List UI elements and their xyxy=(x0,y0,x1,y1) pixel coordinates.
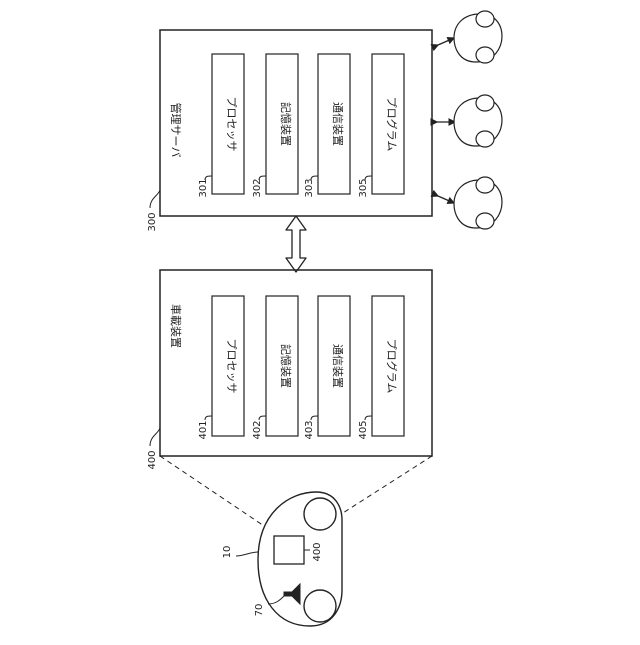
svg-text:記憶装置: 記憶装置 xyxy=(279,344,293,388)
vehicle-ref-leader xyxy=(236,552,258,556)
svg-text:301: 301 xyxy=(198,178,209,197)
speaker-ref: 70 xyxy=(254,604,265,617)
svg-text:記憶装置: 記憶装置 xyxy=(279,102,293,146)
vehicle-device-box xyxy=(274,536,304,564)
svg-text:305: 305 xyxy=(358,178,369,197)
device-component-program: プログラム 405 xyxy=(358,296,404,440)
device-title: 車載装置 xyxy=(169,304,183,348)
svg-text:プログラム: プログラム xyxy=(385,97,399,152)
connection-arrow-vehicle-1 xyxy=(438,38,454,45)
vehicle-icon-3 xyxy=(454,177,502,229)
svg-text:プロセッサ: プロセッサ xyxy=(225,97,238,152)
device-component-storage: 記憶装置 402 xyxy=(252,296,298,440)
device-component-communication: 通信装置 403 xyxy=(304,296,350,440)
connection-arrow-vehicle-3 xyxy=(438,196,454,203)
svg-text:プロセッサ: プロセッサ xyxy=(225,339,238,394)
server-ref-leader xyxy=(150,190,160,208)
svg-text:302: 302 xyxy=(252,178,263,197)
server-title: 管理サーバ xyxy=(169,103,183,158)
server-component-processor: プロセッサ 301 xyxy=(198,54,244,198)
vehicle-icon-1 xyxy=(454,11,502,63)
server-component-storage: 記憶装置 302 xyxy=(252,54,298,198)
vehicle-ref: 10 xyxy=(222,546,233,559)
svg-text:403: 403 xyxy=(304,420,315,439)
vehicle-icon-2 xyxy=(454,95,502,147)
svg-text:401: 401 xyxy=(198,420,209,439)
svg-text:303: 303 xyxy=(304,178,315,197)
vehicle-device-ref: 400 xyxy=(312,542,323,561)
server-component-program: プログラム 305 xyxy=(358,54,404,198)
server-ref: 300 xyxy=(147,212,158,231)
svg-text:プログラム: プログラム xyxy=(385,339,399,394)
device-component-processor: プロセッサ 401 xyxy=(198,296,244,440)
projection-line-left xyxy=(160,456,276,534)
svg-text:402: 402 xyxy=(252,420,263,439)
server-device-double-arrow xyxy=(286,216,306,272)
server-component-communication: 通信装置 303 xyxy=(304,54,350,198)
device-ref: 400 xyxy=(147,450,158,469)
device-ref-leader xyxy=(150,428,160,446)
svg-text:通信装置: 通信装置 xyxy=(331,344,344,388)
svg-text:通信装置: 通信装置 xyxy=(331,102,344,146)
svg-text:405: 405 xyxy=(358,420,369,439)
